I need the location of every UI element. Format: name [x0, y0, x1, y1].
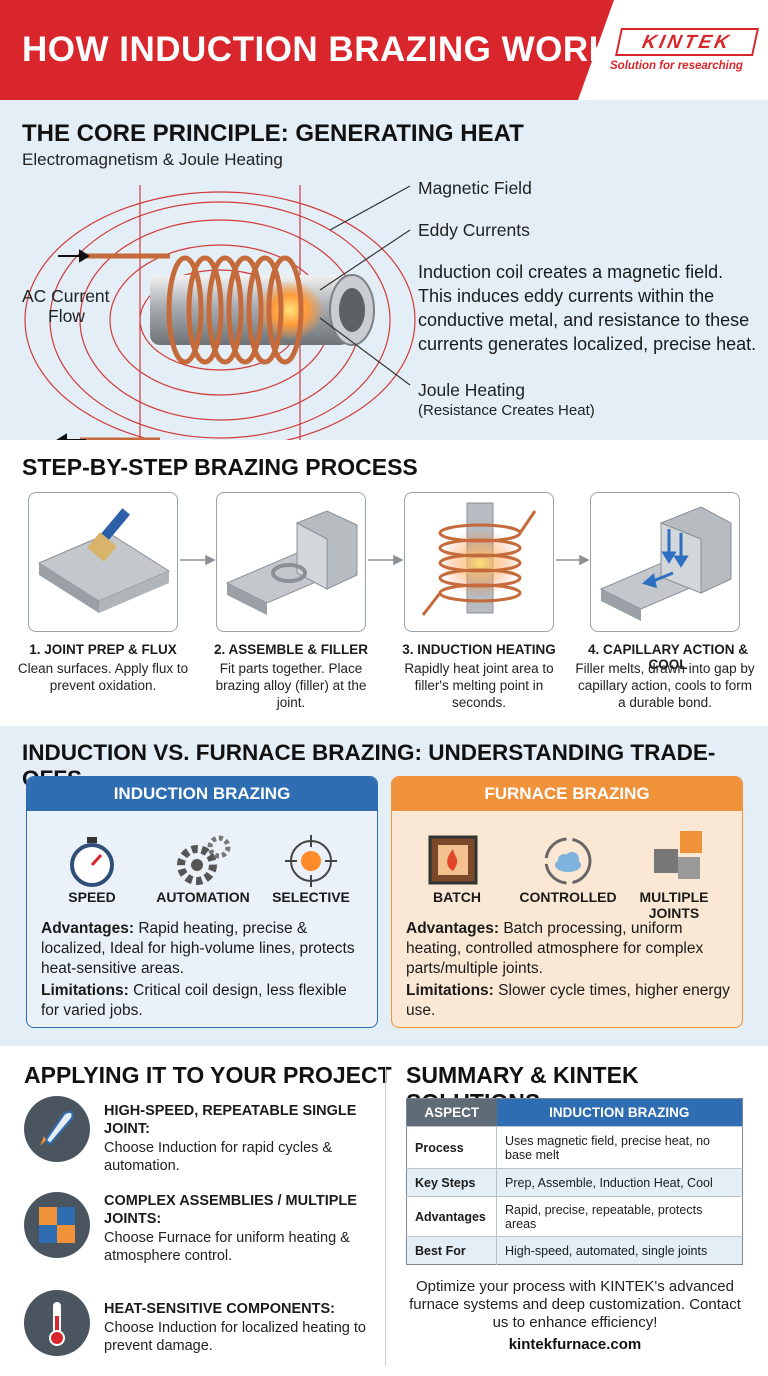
- furnace-limitations: Limitations: Slower cycle times, higher …: [406, 982, 730, 1019]
- summary-col-aspect: ASPECT: [406, 1098, 497, 1127]
- step-4-desc: Filler melts, drawn into gap by capillar…: [575, 661, 755, 710]
- project-summary-section: APPLYING IT TO YOUR PROJECT HIGH-SPEED, …: [0, 1046, 768, 1376]
- ac-current-label: AC Current: [22, 286, 110, 306]
- assemble-filler-icon: [225, 510, 358, 615]
- feature-batch: BATCH: [433, 889, 481, 905]
- furnace-panel: FURNACE BRAZING BATCH CONTROLLED MULTIPL…: [391, 776, 743, 1028]
- induction-panel-head: INDUCTION BRAZING: [27, 777, 377, 811]
- feature-speed: SPEED: [68, 889, 116, 905]
- principle-subtitle: Electromagnetism & Joule Heating: [22, 150, 283, 169]
- table-row: Key Steps Prep, Assemble, Induction Heat…: [406, 1168, 743, 1197]
- step-3-desc: Rapidly heat joint area to filler's melt…: [404, 661, 554, 710]
- flux-brush-icon: [37, 508, 171, 613]
- eddy-currents-label: Eddy Currents: [418, 220, 530, 240]
- step-3-title: 3. INDUCTION HEATING: [402, 642, 556, 657]
- joule-heating-label: Joule Heating: [418, 380, 526, 400]
- step-4-card: [590, 492, 740, 632]
- feature-multiple-joints: MULTIPLE JOINTS: [639, 889, 709, 921]
- core-principle-section: THE CORE PRINCIPLE: GENERATING HEAT Elec…: [0, 100, 768, 440]
- apply-item-1-desc: Choose Induction for rapid cycles & auto…: [104, 1140, 333, 1174]
- apply-title: APPLYING IT TO YOUR PROJECT: [24, 1062, 392, 1088]
- table-row: Process Uses magnetic field, precise hea…: [406, 1126, 743, 1169]
- feature-selective: SELECTIVE: [272, 889, 350, 905]
- apply-item-1-title: HIGH-SPEED, REPEATABLE SINGLE JOINT:: [104, 1103, 357, 1137]
- step-4-title: 4. CAPILLARY ACTION & COOL: [587, 642, 748, 672]
- kintek-logo[interactable]: KINTEK: [615, 28, 759, 56]
- principle-title: THE CORE PRINCIPLE: GENERATING HEAT: [22, 120, 524, 147]
- furnace-panel-head: FURNACE BRAZING: [392, 777, 742, 811]
- header: HOW INDUCTION BRAZING WORKS KINTEK Solut…: [0, 0, 768, 100]
- summary-col-induction: INDUCTION BRAZING: [496, 1098, 743, 1127]
- target-icon: [285, 835, 337, 887]
- magnetic-field-label: Magnetic Field: [418, 178, 532, 198]
- step-2-title: 2. ASSEMBLE & FILLER: [213, 642, 368, 657]
- induction-heating-icon: [421, 502, 537, 616]
- website-link[interactable]: kintekfurnace.com: [508, 1336, 642, 1353]
- closing-text: Optimize your process with KINTEK's adva…: [409, 1278, 741, 1331]
- induction-coil-diagram: [24, 185, 416, 440]
- apply-item-2-title: COMPLEX ASSEMBLIES / MULTIPLE JOINTS:: [104, 1193, 357, 1227]
- joule-heating-note: (Resistance Creates Heat): [418, 402, 595, 419]
- step-2-card: [216, 492, 366, 632]
- summary-table: ASPECT INDUCTION BRAZING Process Uses ma…: [406, 1098, 743, 1265]
- induction-advantages: Advantages: Rapid heating, precise & loc…: [41, 920, 355, 977]
- feature-controlled: CONTROLLED: [519, 889, 617, 905]
- brazing-process-section: STEP-BY-STEP BRAZING PROCESS: [0, 440, 768, 726]
- induction-panel: INDUCTION BRAZING SPEED AUTOMATION SELEC…: [26, 776, 378, 1028]
- thermometer-icon: [24, 1290, 90, 1356]
- table-row: Advantages Rapid, precise, repeatable, p…: [406, 1196, 743, 1237]
- puzzle-joints-icon: [654, 831, 702, 879]
- apply-item-2-desc: Choose Furnace for uniform heating & atm…: [104, 1230, 350, 1264]
- step-arrows: [180, 554, 590, 566]
- furnace-advantages: Advantages: Batch processing, uniform he…: [406, 920, 704, 977]
- induction-limitations: Limitations: Critical coil design, less …: [41, 982, 347, 1019]
- column-divider: [385, 1066, 386, 1366]
- process-title: STEP-BY-STEP BRAZING PROCESS: [22, 454, 418, 480]
- apply-item-3-title: HEAT-SENSITIVE COMPONENTS:: [104, 1301, 335, 1317]
- logo-tagline: Solution for researching: [610, 60, 743, 72]
- apply-item-3-desc: Choose Induction for localized heating t…: [104, 1320, 366, 1354]
- step-2-desc: Fit parts together. Place brazing alloy …: [215, 661, 367, 710]
- stopwatch-icon: [70, 837, 114, 887]
- page-title: HOW INDUCTION BRAZING WORKS: [22, 30, 639, 69]
- step-1-card: [28, 492, 178, 632]
- gears-icon: [177, 835, 231, 885]
- capillary-action-icon: [599, 506, 732, 621]
- step-1-title: 1. JOINT PREP & FLUX: [29, 642, 177, 657]
- rocket-icon: [24, 1096, 90, 1162]
- comparison-section: INDUCTION VS. FURNACE BRAZING: UNDERSTAN…: [0, 726, 768, 1046]
- table-row: Best For High-speed, automated, single j…: [406, 1236, 743, 1265]
- puzzle-icon: [24, 1192, 90, 1258]
- step-3-card: [404, 492, 554, 632]
- step-1-desc: Clean surfaces. Apply flux to prevent ox…: [17, 661, 189, 693]
- furnace-icon: [428, 835, 478, 885]
- feature-automation: AUTOMATION: [156, 889, 250, 905]
- header-banner: [0, 0, 614, 100]
- flow-label: Flow: [48, 306, 85, 326]
- cycle-cloud-icon: [544, 837, 592, 885]
- principle-description: Induction coil creates a magnetic field.…: [418, 262, 757, 354]
